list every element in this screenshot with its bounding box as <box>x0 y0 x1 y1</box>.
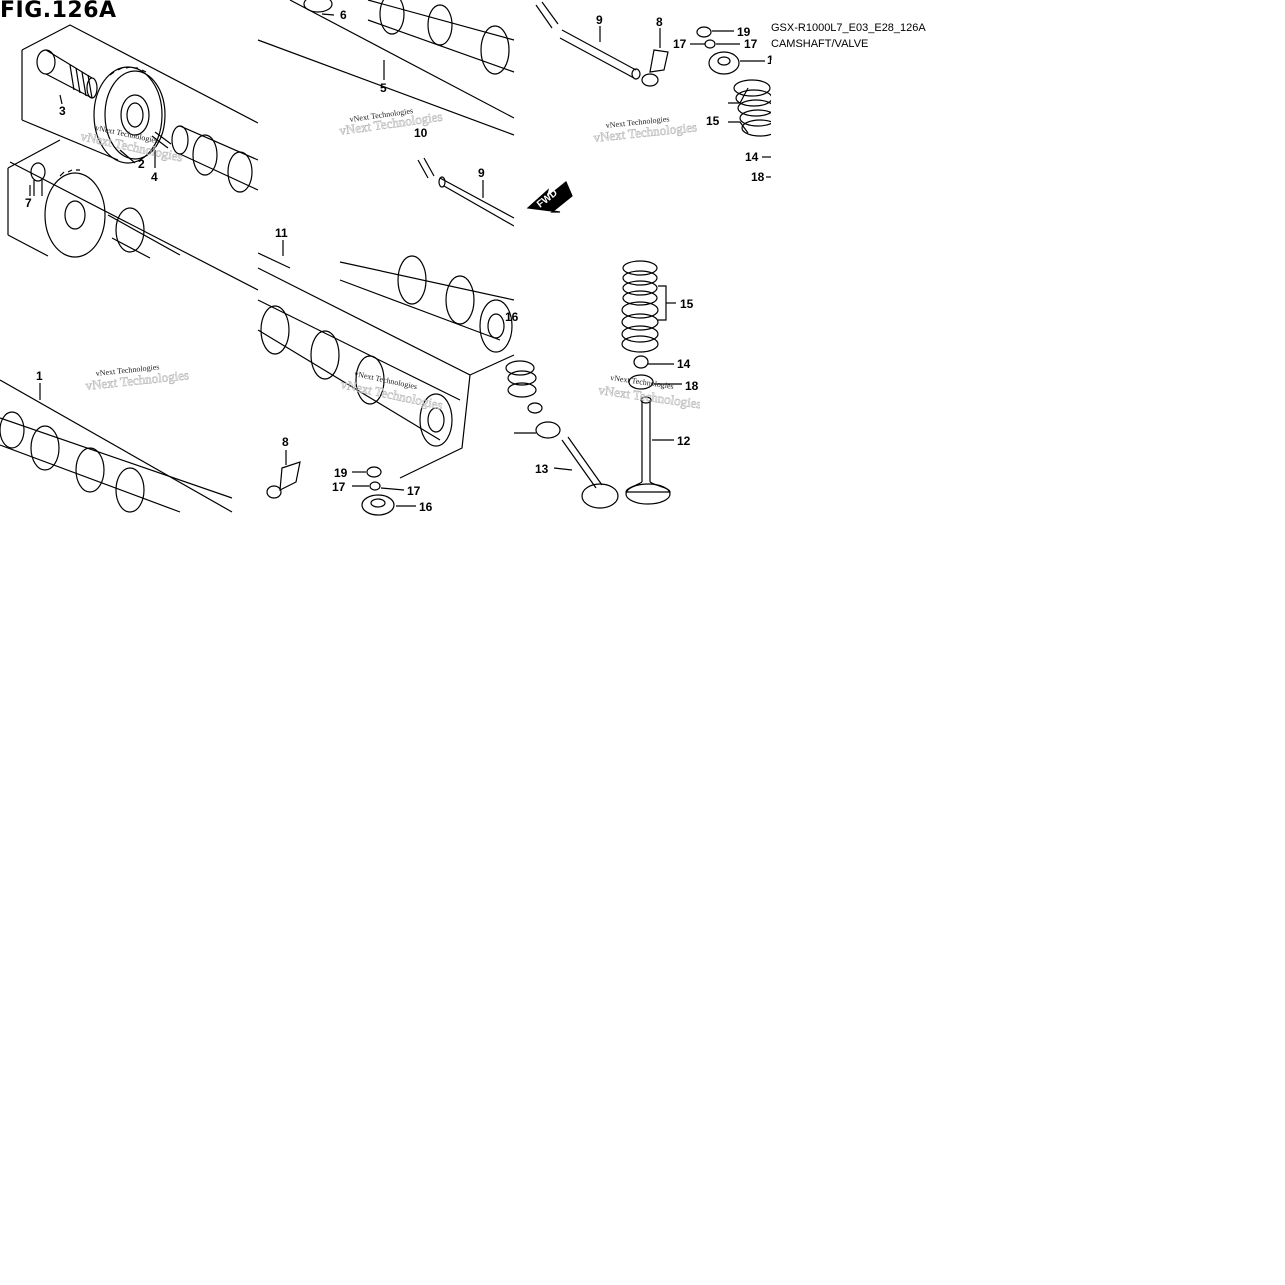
callout-9: 9 <box>478 166 485 180</box>
group-frame <box>257 267 471 479</box>
callout-16-cut: 1 <box>767 53 774 67</box>
tile-camshaft-intake: vNext Technologies vNext Technologies 8 … <box>257 255 515 516</box>
callout-17-left: 17 <box>673 37 687 51</box>
callout-2: 2 <box>138 157 145 171</box>
callout-14: 14 <box>677 357 691 371</box>
valve-spring-icon <box>621 260 659 353</box>
callout-12: 12 <box>677 434 691 448</box>
group-frame-lower <box>257 39 515 136</box>
pipe-icon <box>559 29 641 80</box>
sprocket-icon <box>44 169 106 258</box>
callout-3: 3 <box>59 104 66 118</box>
forward-arrow-icon: FWD <box>526 181 573 213</box>
camshaft-icon <box>257 299 461 447</box>
callout-8: 8 <box>282 435 289 449</box>
callout-7: 7 <box>25 196 32 210</box>
callout-4: 4 <box>151 170 158 184</box>
callout-5: 5 <box>380 81 387 95</box>
callout-15-top: 15 <box>706 114 720 128</box>
pin-icon <box>151 131 172 149</box>
retainer-icon <box>628 374 654 390</box>
tile-camshaft-pins: vNext Technologies vNext Technologies 6 … <box>257 0 515 269</box>
camshaft-icon <box>107 207 181 259</box>
shim-icon <box>366 466 382 478</box>
callout-17-right: 17 <box>744 37 758 51</box>
sprocket-icon <box>93 66 166 164</box>
callout-13: 13 <box>535 462 549 476</box>
callout-17-lower-left: 17 <box>332 480 346 494</box>
pin-icon <box>535 1 559 29</box>
callout-19: 19 <box>334 466 348 480</box>
callout-8-top: 8 <box>656 15 663 29</box>
pin-icon <box>417 157 435 179</box>
callout-16-lower: 16 <box>419 500 433 514</box>
callout-1: 1 <box>36 369 43 383</box>
retainer-icon <box>535 421 561 439</box>
camshaft-icon <box>171 125 259 193</box>
group-frame-upper <box>0 379 233 513</box>
retainer-icon <box>361 494 395 516</box>
cotter-icon <box>369 481 381 491</box>
tile-sprocket-assembly: vNext Technologies vNext Technologies 3 … <box>7 24 259 291</box>
rocker-arm-icon <box>266 461 301 499</box>
camshaft-icon <box>0 411 233 513</box>
callout-16-cut-lower: 16 <box>505 310 519 324</box>
retainer-icon <box>708 51 740 75</box>
callout-19-top: 19 <box>737 25 751 39</box>
seal-icon <box>527 402 543 414</box>
cotter-icon <box>704 39 716 49</box>
figure-title: FIG.126A <box>0 0 117 23</box>
model-code: GSX-R1000L7_E03_E28_126A <box>771 22 926 34</box>
callout-15: 15 <box>680 297 694 311</box>
bolt-icon <box>36 49 98 99</box>
callout-10: 10 <box>414 126 428 140</box>
seal-icon <box>633 355 649 369</box>
section-name: CAMSHAFT/VALVE <box>771 38 869 50</box>
camshaft-icon <box>303 0 515 75</box>
group-frame-upper <box>21 24 259 124</box>
callout-18-top: 18 <box>751 170 765 184</box>
group-frame-lower <box>9 161 259 291</box>
shim-icon <box>696 26 712 38</box>
valve-icon <box>561 436 619 509</box>
tile-valve-parts-upper: vNext Technologies vNext Technologies 9 … <box>535 1 779 184</box>
callout-17-lower-right: 17 <box>407 484 421 498</box>
valve-spring-icon <box>505 360 537 398</box>
callout-11: 11 <box>275 226 288 240</box>
callout-14-top: 14 <box>745 150 759 164</box>
bolt-icon <box>30 162 46 196</box>
callout-6: 6 <box>340 8 347 22</box>
valve-icon <box>625 396 671 505</box>
group-frame-upper <box>289 0 515 119</box>
tile-camshaft-lower: vNext Technologies vNext Technologies 1 <box>0 362 233 513</box>
camshaft-icon <box>339 255 515 353</box>
pipe-icon <box>438 176 515 227</box>
callout-9-top: 9 <box>596 13 603 27</box>
tile-valve-parts-lower: vNext Technologies vNext Technologies 15… <box>505 260 703 509</box>
callout-18: 18 <box>685 379 699 393</box>
rocker-arm-icon <box>641 49 669 87</box>
